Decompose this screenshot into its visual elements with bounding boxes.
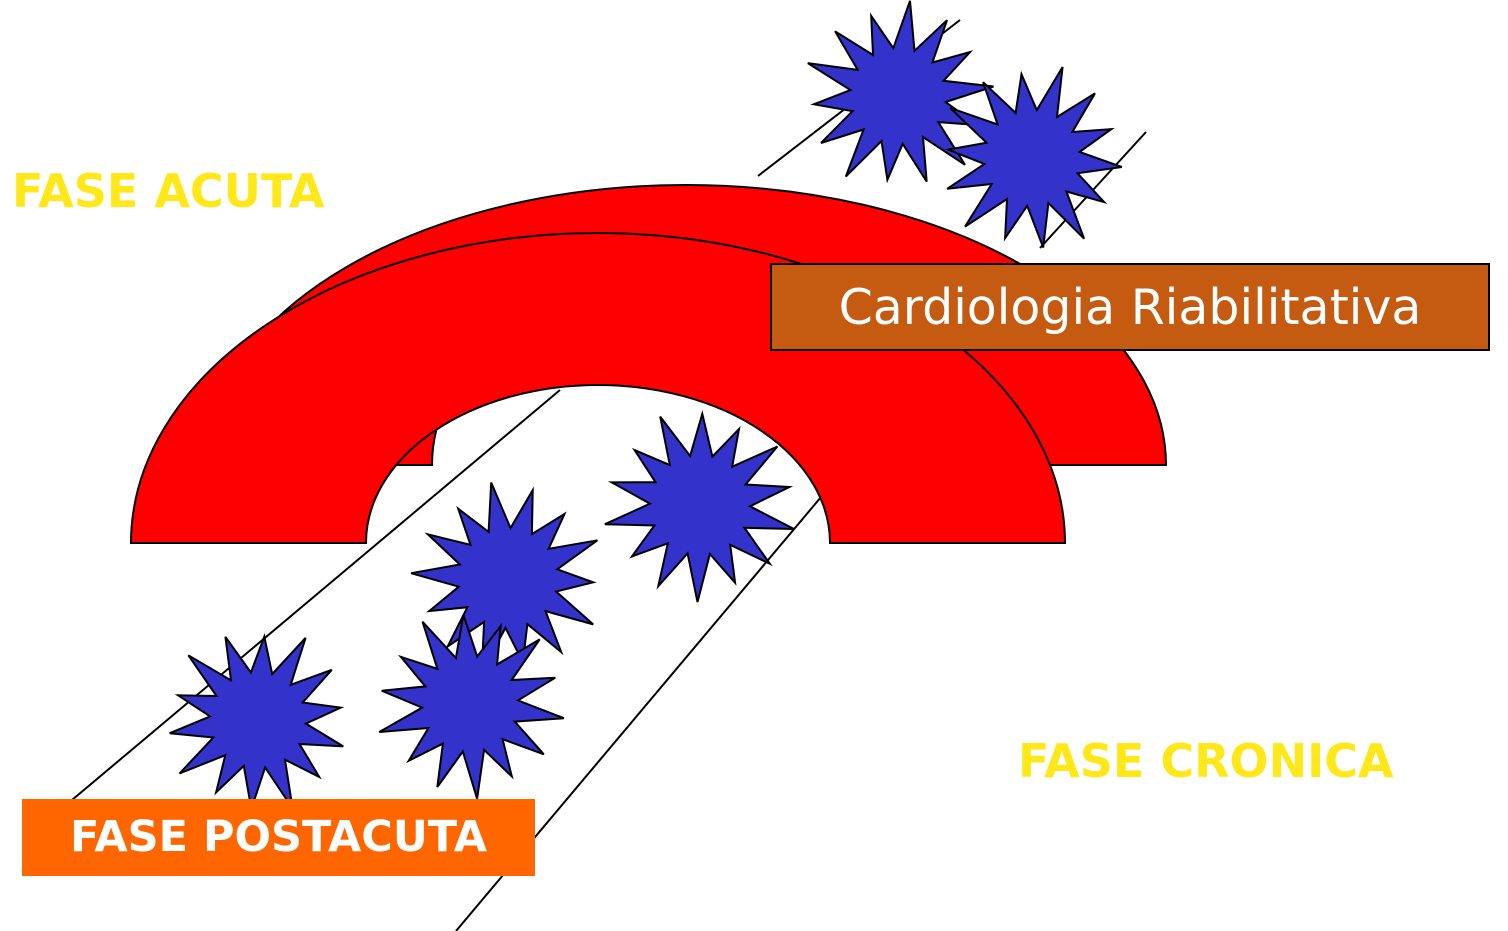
- label-acute-phase: FASE ACUTA: [12, 164, 324, 218]
- star-burst-icon: [947, 67, 1122, 248]
- rehab-label-box: Cardiologia Riabilitativa: [770, 263, 1490, 351]
- star-burst-icon: [379, 615, 564, 799]
- star-burst-icon: [605, 414, 794, 602]
- star-burst-icon: [170, 637, 344, 809]
- label-chronic-phase: FASE CRONICA: [1018, 734, 1394, 788]
- label-post-acute-phase: FASE POSTACUTA: [22, 799, 535, 876]
